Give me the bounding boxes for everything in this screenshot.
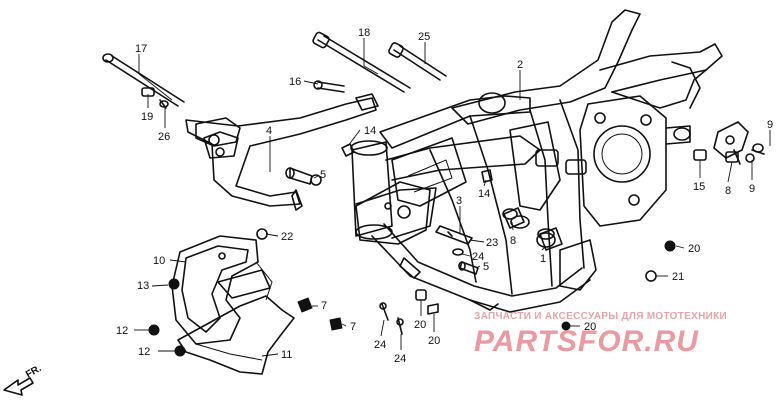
bolts-9 bbox=[745, 143, 765, 163]
callout-24-center: 24 bbox=[472, 251, 484, 263]
nut-20-right bbox=[664, 240, 676, 252]
callout-20-bottom: 20 bbox=[584, 321, 596, 333]
callout-20-right: 20 bbox=[688, 243, 700, 255]
callout-22: 22 bbox=[281, 231, 293, 243]
callout-numbers: 17 18 25 2 16 19 26 4 14 5 14 9 9 15 8 3… bbox=[116, 27, 773, 365]
callout-19: 19 bbox=[141, 111, 153, 123]
callout-5-lower: 5 bbox=[483, 261, 489, 273]
callout-4: 4 bbox=[266, 125, 272, 137]
grommet-7-upper bbox=[297, 297, 313, 313]
callout-16: 16 bbox=[289, 76, 301, 88]
washer-21 bbox=[645, 270, 657, 282]
side-cover-assembly bbox=[148, 228, 295, 375]
watermark-tagline: ЗАПЧАСТИ И АКСЕССУАРЫ ДЛЯ МОТОТЕХНИКИ bbox=[474, 311, 727, 322]
watermark-logo: PARTSFOR.RU bbox=[474, 325, 699, 358]
callout-9-lower: 9 bbox=[749, 183, 755, 195]
callout-26: 26 bbox=[158, 131, 170, 143]
callout-20-bottom-left: 20 bbox=[414, 319, 426, 331]
callout-10: 10 bbox=[153, 255, 165, 267]
right-bracket-8 bbox=[713, 121, 749, 165]
callout-25: 25 bbox=[418, 31, 430, 43]
watermark: ЗАПЧАСТИ И АКСЕССУАРЫ ДЛЯ МОТОТЕХНИКИ PA… bbox=[474, 311, 727, 358]
callout-2: 2 bbox=[517, 59, 523, 71]
callout-5-upper: 5 bbox=[320, 169, 326, 181]
center-hardware bbox=[435, 225, 479, 275]
callout-23: 23 bbox=[486, 237, 498, 249]
callout-3: 3 bbox=[456, 195, 462, 207]
long-bolts bbox=[102, 31, 447, 107]
nut-14-upper bbox=[341, 143, 355, 157]
front-direction-label: FR. bbox=[24, 363, 44, 381]
callout-11: 11 bbox=[281, 349, 292, 361]
leader-lines bbox=[134, 38, 771, 357]
callout-15: 15 bbox=[693, 181, 705, 193]
callout-12-upper: 12 bbox=[116, 325, 128, 337]
callout-12-lower: 12 bbox=[138, 346, 150, 358]
callout-8-right: 8 bbox=[725, 185, 731, 197]
callout-24-bottom-right: 24 bbox=[394, 353, 406, 365]
grommet-7-lower bbox=[329, 317, 343, 331]
callout-8-center: 8 bbox=[510, 235, 516, 247]
callout-13: 13 bbox=[137, 280, 149, 292]
callout-17: 17 bbox=[135, 43, 147, 55]
callout-20-bottom-right: 20 bbox=[428, 335, 440, 347]
bottom-hardware bbox=[379, 289, 439, 335]
front-direction-arrow: FR. bbox=[3, 363, 44, 396]
callout-7-upper: 7 bbox=[321, 300, 327, 312]
callout-24-bottom-left: 24 bbox=[374, 339, 386, 351]
main-frame bbox=[350, 9, 723, 313]
callout-1: 1 bbox=[540, 253, 546, 265]
nut-14-lower bbox=[481, 169, 493, 183]
callout-7-lower: 7 bbox=[350, 321, 356, 333]
clip-15 bbox=[693, 149, 707, 161]
callout-9-upper: 9 bbox=[767, 119, 773, 131]
front-down-tube bbox=[185, 93, 379, 211]
bolt-5-upper bbox=[285, 167, 322, 186]
callout-21: 21 bbox=[672, 271, 684, 283]
callout-14-lower: 14 bbox=[478, 188, 490, 200]
bushings bbox=[502, 207, 563, 251]
callout-18: 18 bbox=[358, 27, 370, 39]
callout-14-upper: 14 bbox=[364, 125, 376, 137]
